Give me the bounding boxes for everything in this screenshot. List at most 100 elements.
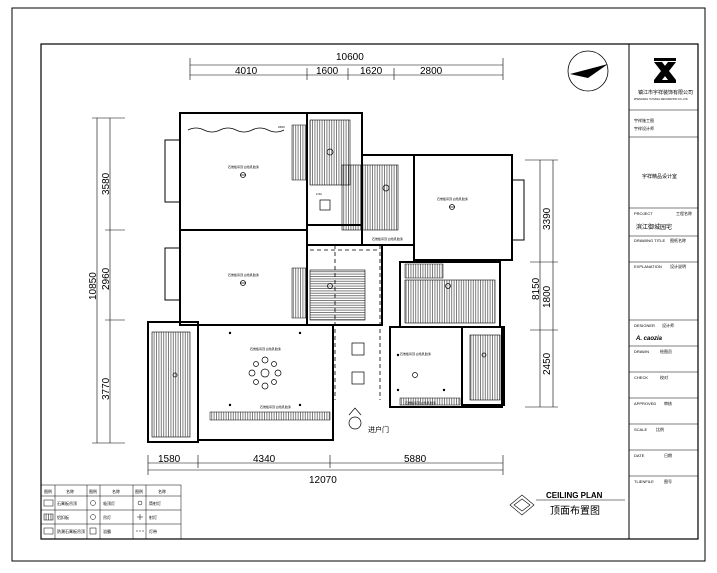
dim-top-seg-4: 2800	[420, 66, 443, 77]
tb-designer-studio: 宇祥精品设计室	[642, 173, 677, 180]
dim-bottom-seg-1: 1580	[158, 454, 181, 465]
tb-designer-signature: A. caozia	[635, 336, 663, 342]
tb-designer-value: 设计师	[662, 322, 674, 328]
plan-title-cn: 顶面布置图	[550, 505, 600, 517]
north-arrow-icon	[567, 50, 609, 92]
outer-frame	[11, 7, 706, 562]
room-note-10: 2.62	[316, 192, 322, 196]
legend-headers: 图例 名称 图例 名称 图例 名称	[44, 488, 166, 494]
ceiling-light-icon	[412, 372, 418, 378]
tb-date-value: 日期	[664, 452, 672, 458]
left-dimensions	[92, 117, 125, 444]
tb-check-label: CHECK	[634, 375, 648, 380]
inner-frame	[40, 43, 699, 540]
room-note-4: 石膏板吊顶 白色乳胶漆	[250, 346, 281, 351]
dim-left-overall: 10850	[88, 272, 99, 300]
svg-text:名称: 名称	[158, 488, 166, 494]
dim-left-seg-1: 3580	[101, 172, 112, 195]
vent-icon	[351, 342, 365, 356]
room-note-8: 石膏板吊顶 白色乳胶漆	[405, 400, 436, 405]
room-note-3: 石膏板吊顶 白色乳胶漆	[437, 196, 468, 201]
ceiling-light-icon	[481, 352, 487, 358]
bay-windows	[164, 139, 525, 301]
tb-date-label: DATE	[634, 453, 645, 458]
bath-heater-icon	[326, 148, 334, 156]
spot-light-icon	[228, 331, 232, 335]
svg-text:浴霸: 浴霸	[103, 528, 111, 534]
dim-right-seg-2: 1800	[542, 285, 553, 308]
spot-light-icon	[228, 403, 232, 407]
tb-drawn-label: DRAWN	[634, 349, 649, 354]
corridor-dashes	[307, 224, 381, 400]
tb-project-label: PROJECT	[634, 211, 653, 216]
curtain-line	[187, 127, 285, 133]
room-note-2: 石膏板吊顶 白色乳胶漆	[228, 272, 259, 277]
svg-text:铝扣板: 铝扣板	[57, 514, 69, 520]
room-note-1: 石膏板吊顶 白色乳胶漆	[228, 164, 259, 169]
entrance-label: 进户门	[368, 425, 389, 434]
company-subtitle: ZHENJIANG YUXIANG DECORATION CO.,LTD.	[634, 98, 689, 101]
tb-titlefile-value: 图号	[664, 478, 672, 484]
dim-bottom-seg-3: 5880	[404, 454, 427, 465]
tb-approved-label: APPROVED	[634, 401, 656, 406]
tb-drawn-value: 绘图员	[660, 348, 672, 354]
dim-left-seg-2: 2960	[101, 267, 112, 290]
bottom-dimensions	[147, 455, 504, 475]
tb-explanation-label: EXPLANATION	[634, 264, 662, 269]
dim-right-seg-3: 2450	[542, 352, 553, 375]
room-note-6: 石膏板吊顶 白色乳胶漆	[372, 236, 403, 241]
ceiling-light-icon	[327, 283, 333, 289]
spot-light-icon	[396, 353, 400, 357]
spot-light-icon	[137, 514, 143, 520]
spot-light-icon	[442, 388, 446, 392]
plan-title-emblem	[509, 494, 625, 516]
spot-light-icon	[298, 403, 302, 407]
spot-light-icon	[396, 388, 400, 392]
vent-icon	[351, 371, 365, 385]
ceiling-light-icon	[90, 500, 96, 506]
tb-explanation-value: 设计说明	[670, 263, 686, 269]
tb-scale-label: SCALE	[634, 427, 647, 432]
svg-text:灯带: 灯带	[149, 528, 157, 534]
room-note-7: 石膏板吊顶 白色乳胶漆	[260, 404, 291, 409]
dim-left-seg-3: 3770	[101, 377, 112, 400]
tb-project-name: 滨江御城园宅	[636, 223, 672, 231]
tb-drawing-title-value: 图纸名称	[670, 237, 686, 243]
svg-text:石膏板吊顶: 石膏板吊顶	[57, 500, 77, 506]
aluminum-panel-icon	[43, 513, 54, 521]
company-logo-icon	[654, 58, 676, 83]
light-fixtures	[172, 148, 487, 385]
legend-symbols	[43, 499, 144, 535]
svg-text:图例: 图例	[44, 488, 52, 494]
tb-drawing-title-label: DRAWING TITLE	[634, 238, 665, 243]
tb-designer-label: DESIGNER	[634, 323, 655, 328]
moisture-gypsum-icon	[43, 527, 54, 535]
spot-light-icon	[298, 331, 302, 335]
spot-lights	[228, 331, 446, 407]
tb-project-value: 工程名称	[676, 210, 692, 216]
tb-scale-value: 比例	[656, 426, 664, 432]
svg-text:筒射灯: 筒射灯	[149, 500, 161, 506]
downlight-icon	[137, 500, 143, 506]
tb-header-1: 宇祥施工图	[634, 117, 654, 123]
ceiling-light-icon	[172, 372, 178, 378]
top-dimensions	[189, 58, 504, 80]
tb-approved-value: 审核	[664, 400, 672, 406]
ceiling-light-icon	[445, 283, 451, 289]
entrance-door-icon	[348, 407, 362, 430]
dim-right-seg-1: 3390	[542, 207, 553, 230]
legend-table	[40, 484, 182, 540]
dim-bottom-overall: 12070	[309, 475, 337, 486]
dim-right-overall: 8150	[531, 277, 542, 300]
svg-text:图例: 图例	[89, 488, 97, 494]
tb-check-value: 校对	[660, 374, 668, 380]
svg-text:吊灯: 吊灯	[103, 514, 111, 520]
svg-text:吸顶灯: 吸顶灯	[103, 500, 115, 506]
company-name: 镇江市宇祥装饰有限公司	[638, 89, 693, 96]
gypsum-ceiling-icon	[43, 499, 54, 507]
svg-text:防潮石膏板吊顶: 防潮石膏板吊顶	[57, 528, 85, 534]
hatched-areas	[151, 119, 501, 438]
vent-icon	[319, 199, 331, 211]
svg-text:图例: 图例	[135, 488, 143, 494]
